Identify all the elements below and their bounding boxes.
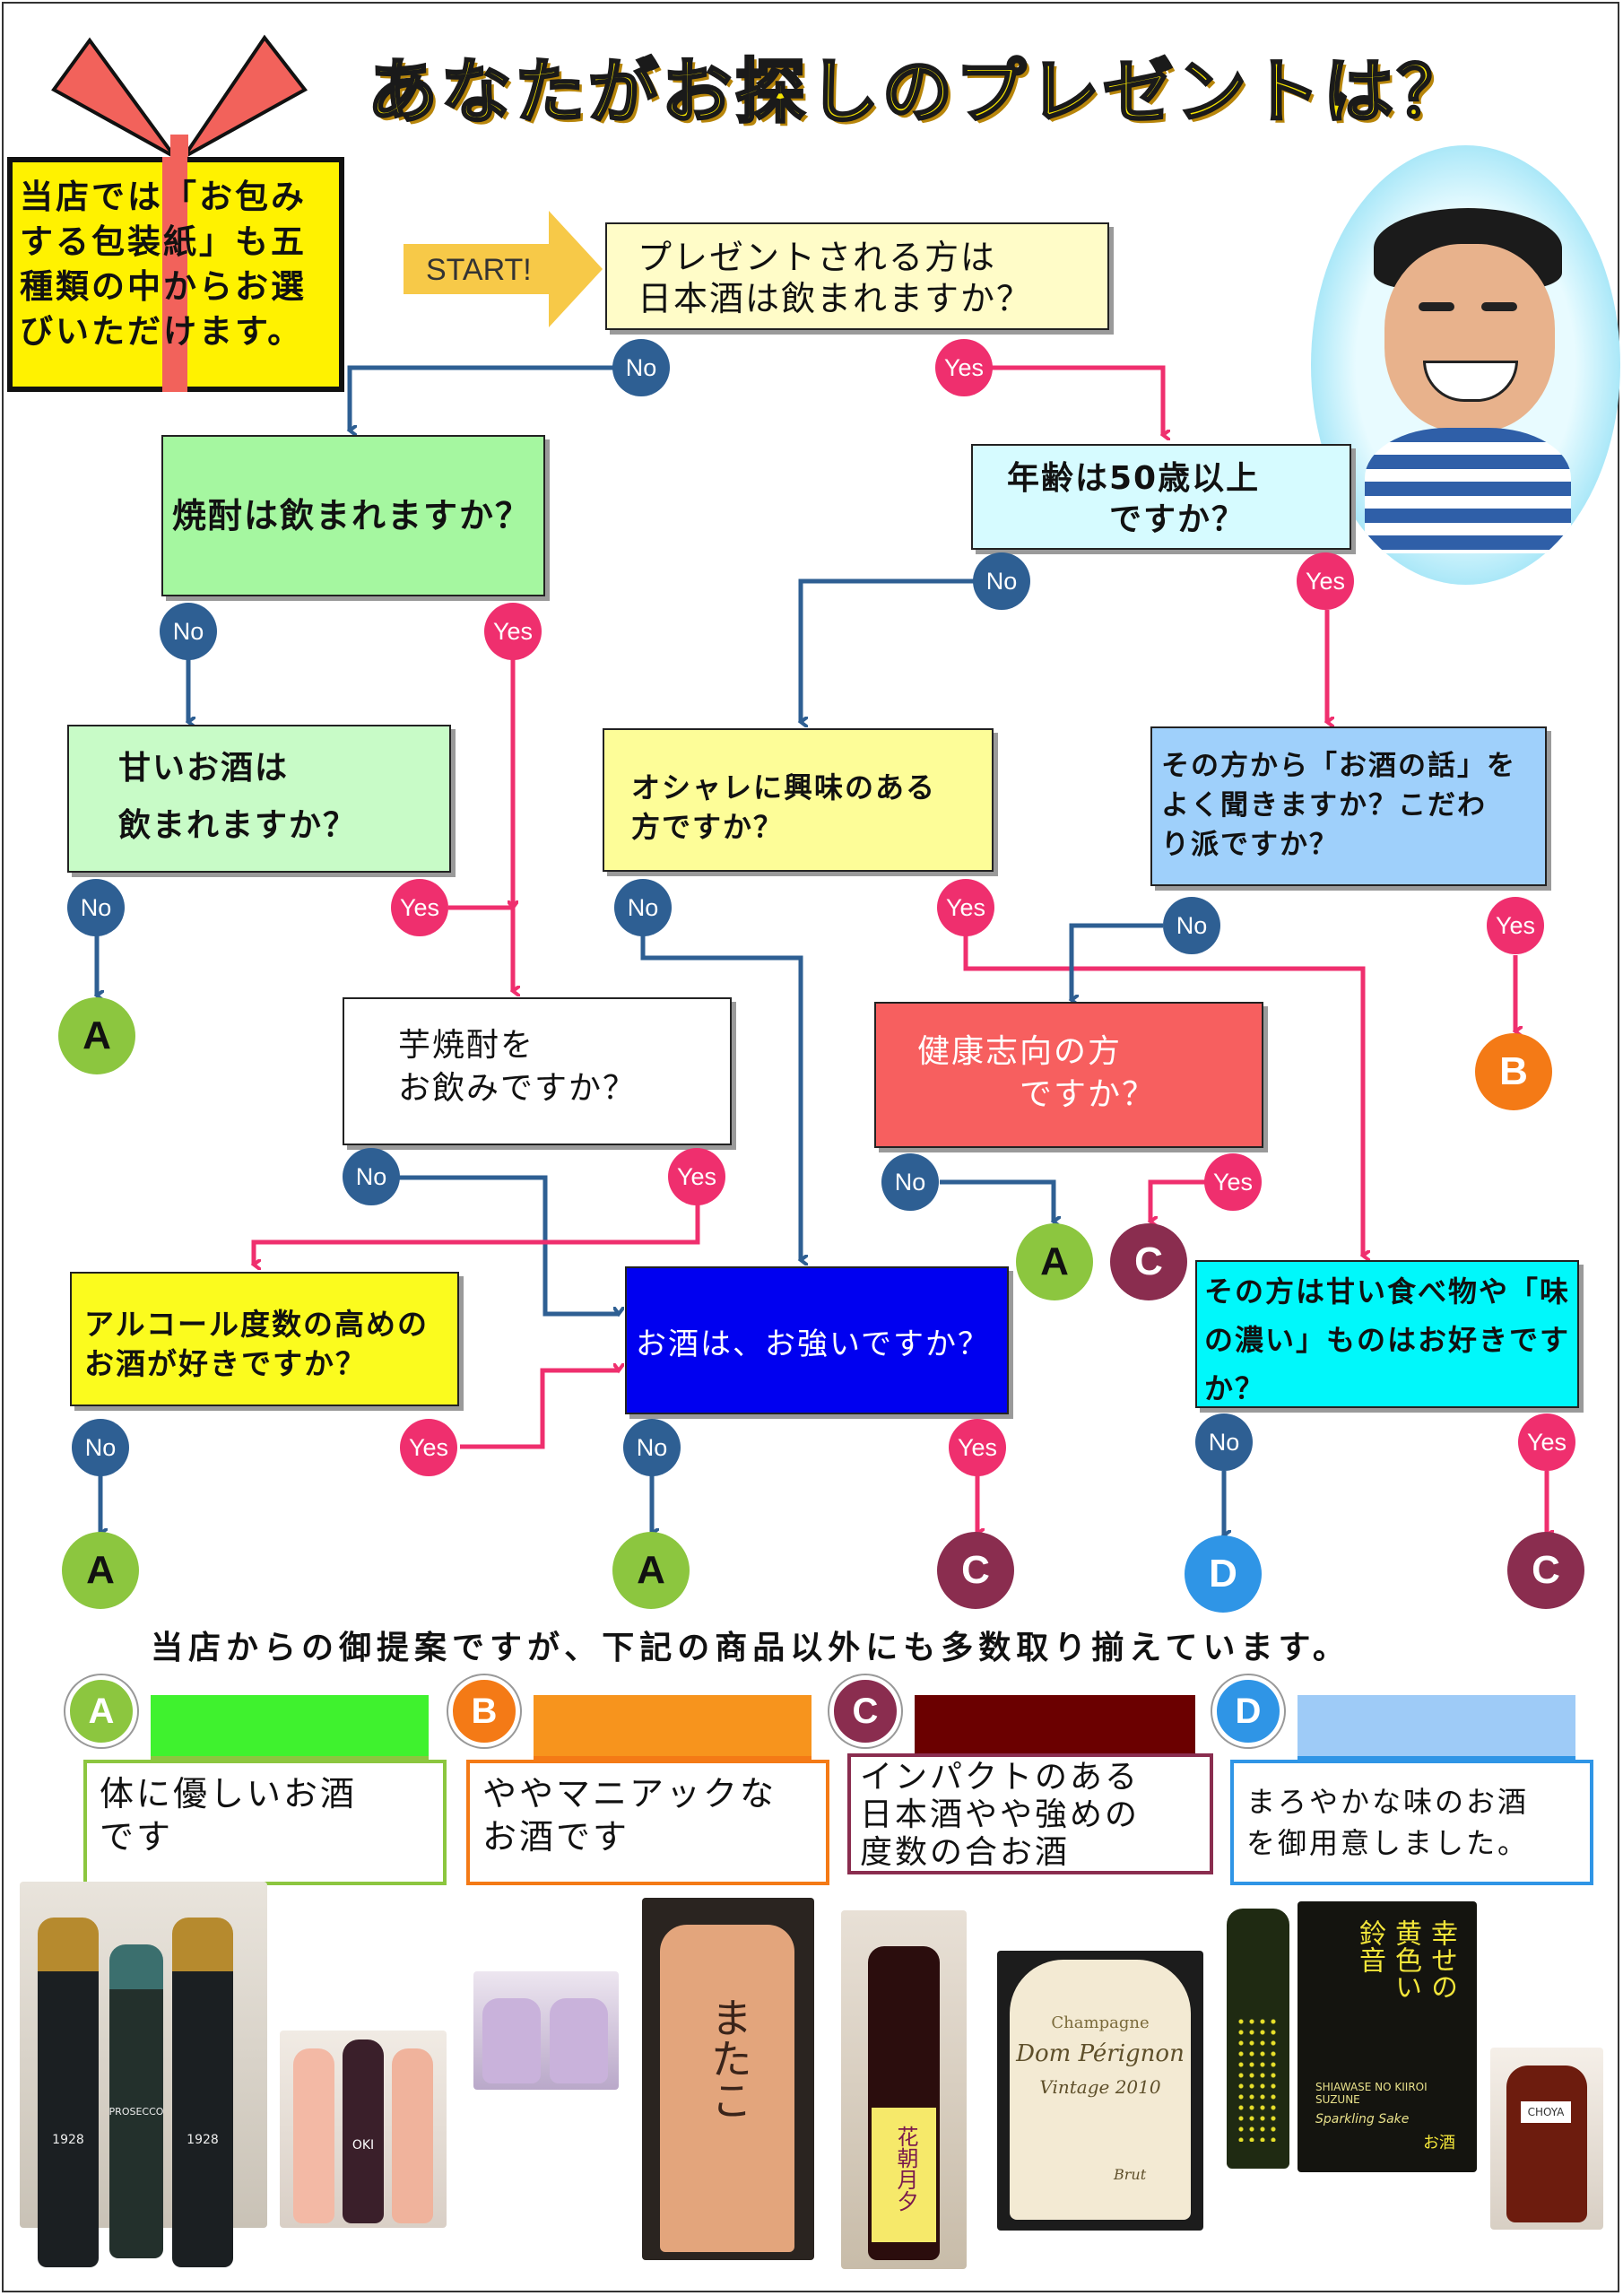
badge-no: No [1163, 897, 1220, 954]
badge-no: No [343, 1148, 400, 1205]
badge-yes: Yes [937, 879, 994, 936]
category-description-b: ややマニアックな お酒です [466, 1760, 829, 1885]
result-a: A [62, 1532, 139, 1609]
category-description-d: まろやかな味のお酒 を御用意しました。 [1230, 1760, 1593, 1885]
photo-matako-shochu: またこ [642, 1898, 814, 2260]
question-strong-drinker: お酒は、お強いですか？ [625, 1266, 1009, 1414]
gift-bow-icon [51, 34, 308, 166]
badge-no: No [973, 552, 1030, 610]
question-text: 甘いお酒は 飲まれますか？ [118, 750, 358, 844]
label-matako: またこ [705, 1996, 753, 2120]
question-text: 健康志向の方 ですか？ [917, 1033, 1157, 1113]
badge-no: No [881, 1153, 939, 1211]
question-text: 焼酎は飲まれますか？ [172, 496, 532, 535]
gift-note: 当店では「お包みする包装紙」も五種類の中からお選びいただけます。 [20, 178, 307, 351]
label-sparkling: Sparkling Sake [1315, 2112, 1410, 2126]
start-label: START! [426, 253, 532, 287]
badge-yes: Yes [400, 1419, 457, 1476]
badge-yes: Yes [484, 603, 542, 660]
badge-yes: Yes [935, 339, 993, 396]
label-brut: Brut [1114, 2166, 1147, 2183]
category-letter-c: C [829, 1675, 901, 1747]
badge-no: No [612, 339, 670, 396]
result-a: A [1016, 1223, 1093, 1300]
question-text: 芋焼酎を お飲みですか？ [398, 1027, 638, 1107]
gift-box: 当店では「お包みする包装紙」も五種類の中からお選びいただけます。 [7, 157, 344, 392]
result-a: A [612, 1532, 690, 1609]
label-prosecco: PROSECCO [108, 2106, 164, 2118]
label-dom: Dom Pérignon [1016, 2040, 1185, 2067]
category-description-c: インパクトのある 日本酒やや強めの 度数の合お酒 [847, 1753, 1213, 1874]
category-bar-c [915, 1695, 1195, 1761]
suggestion-text: 当店からの御提案ですが、下記の商品以外にも多数取り揃えています。 [151, 1630, 1350, 1666]
label-vintage: Vintage 2010 [1039, 2076, 1161, 2098]
question-text: その方から「お酒の話」を よく聞きますか？こだわ り派ですか？ [1161, 750, 1516, 861]
category-letter-b: B [448, 1675, 520, 1747]
result-c: C [1110, 1223, 1187, 1300]
label-hanabi: 花朝月夕 [893, 2126, 918, 2212]
question-text: アルコール度数の高めの お酒が好きですか？ [84, 1307, 430, 1381]
label-shiawase: 幸せの 黄色い 鈴音 [1354, 1919, 1457, 2000]
question-sake-talk: その方から「お酒の話」を よく聞きますか？こだわ り派ですか？ [1150, 726, 1547, 886]
question-fashionable: オシャレに興味のある 方ですか？ [603, 728, 994, 872]
start-arrow [404, 211, 603, 327]
category-letter-a: A [65, 1675, 137, 1747]
badge-yes: Yes [668, 1148, 725, 1205]
label-shiawase-en: SHIAWASE NO KIIROI SUZUNE [1315, 2081, 1428, 2106]
category-letter-d: D [1212, 1675, 1284, 1747]
question-drink-sake: プレゼントされる方は 日本酒は飲まれますか？ [605, 222, 1109, 330]
label-1928: 1928 [187, 2133, 219, 2147]
label-oki: OKI [352, 2138, 375, 2152]
category-bar-d [1298, 1695, 1575, 1761]
result-c: C [1507, 1532, 1584, 1609]
question-age-50: 年齢は50歳以上 ですか？ [971, 444, 1351, 550]
photo-sparkling-bottle [1227, 1909, 1289, 2169]
question-imo-shochu: 芋焼酎を お飲みですか？ [343, 997, 732, 1145]
label-osake: お酒 [1423, 2134, 1455, 2152]
page-title: あなたがお探しのプレゼントは？ [366, 51, 1471, 135]
label-champagne: Champagne [1051, 2013, 1150, 2032]
badge-no: No [1195, 1413, 1253, 1471]
question-sweet-sake: 甘いお酒は 飲まれますか？ [67, 725, 451, 873]
label-choya: CHOYA [1521, 2101, 1571, 2123]
badge-no: No [623, 1419, 681, 1476]
category-bar-a [151, 1695, 429, 1761]
result-d: D [1185, 1535, 1262, 1613]
result-b: B [1475, 1033, 1552, 1110]
badge-yes: Yes [1297, 552, 1354, 610]
photo-bottles-purple [473, 1971, 619, 2090]
caricature-portrait [1311, 145, 1620, 585]
badge-no: No [160, 603, 217, 660]
badge-no: No [67, 879, 125, 936]
badge-no: No [72, 1419, 129, 1476]
question-text: プレゼントされる方は 日本酒は飲まれますか？ [638, 238, 1033, 318]
badge-yes: Yes [1204, 1153, 1262, 1211]
result-a: A [58, 997, 135, 1074]
badge-yes: Yes [949, 1419, 1006, 1476]
category-description-a: 体に優しいお酒 です [83, 1760, 447, 1885]
category-bar-b [534, 1695, 812, 1761]
photo-hanabi-sake: 花朝月夕 [841, 1910, 967, 2269]
badge-yes: Yes [391, 879, 448, 936]
label-1928: 1928 [52, 2133, 84, 2147]
photo-shiawase-box: 幸せの 黄色い 鈴音 SHIAWASE NO KIIROI SUZUNE Spa… [1298, 1901, 1477, 2172]
question-high-alcohol: アルコール度数の高めの お酒が好きですか？ [70, 1272, 459, 1406]
question-sweet-food: その方は甘い食べ物や「味 の濃い」ものはお好きです か？ [1195, 1260, 1579, 1408]
photo-bottles-1928: 1928 PROSECCO 1928 [20, 1882, 267, 2267]
photo-choya: CHOYA [1490, 2048, 1603, 2230]
badge-no: No [614, 879, 672, 936]
question-text: 年齢は50歳以上 ですか？ [1007, 460, 1261, 538]
question-text: その方は甘い食べ物や「味 の濃い」ものはお好きです か？ [1204, 1274, 1571, 1405]
photo-fruit-wines: OKI [280, 2031, 447, 2228]
question-text: オシャレに興味のある 方ですか？ [631, 770, 937, 844]
photo-dom-perignon: Champagne Dom Pérignon Vintage 2010 Brut [997, 1951, 1203, 2231]
question-health: 健康志向の方 ですか？ [874, 1002, 1263, 1148]
result-c: C [937, 1532, 1014, 1609]
question-text: お酒は、お強いですか？ [636, 1326, 990, 1362]
badge-yes: Yes [1518, 1413, 1575, 1471]
badge-yes: Yes [1487, 897, 1544, 954]
question-shochu: 焼酎は飲まれますか？ [161, 435, 545, 596]
